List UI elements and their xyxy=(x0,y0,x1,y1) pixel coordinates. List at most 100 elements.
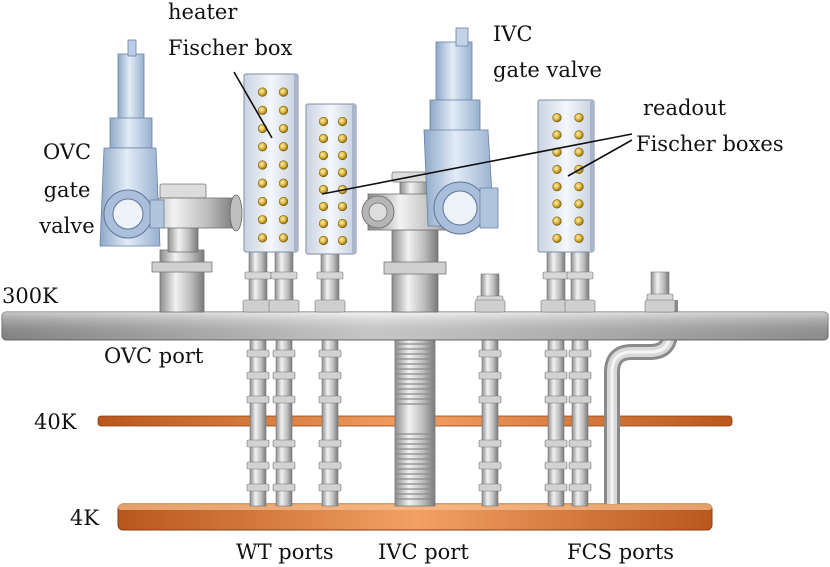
connector xyxy=(574,147,584,157)
lower-tube xyxy=(321,337,339,507)
tube-flange xyxy=(478,439,502,448)
connector xyxy=(552,164,562,174)
lower-tubes xyxy=(246,337,592,507)
lower-tube xyxy=(547,337,565,507)
stub-flange xyxy=(270,271,298,280)
ivc-cross xyxy=(361,171,461,313)
label-ovc-valve: valve xyxy=(39,214,95,238)
leader-readout-1 xyxy=(321,133,633,195)
stub-base xyxy=(644,299,676,313)
connector xyxy=(257,105,268,115)
tube-flange xyxy=(246,439,270,448)
tube-flange xyxy=(568,483,592,492)
box-edge xyxy=(590,100,594,252)
tube-flange xyxy=(544,349,568,358)
plate-4k xyxy=(117,503,713,531)
connector xyxy=(257,142,268,152)
connector xyxy=(318,116,329,127)
stub-base xyxy=(268,299,300,313)
plate-300k xyxy=(1,311,829,341)
connector xyxy=(278,123,289,134)
tube-flange xyxy=(318,483,342,492)
lower-tube xyxy=(571,337,589,507)
tube-flange xyxy=(318,349,342,358)
fischer-box xyxy=(537,99,595,253)
tube-flange xyxy=(246,483,270,492)
stub-flange xyxy=(316,271,344,280)
lower-tube xyxy=(481,337,499,507)
connector xyxy=(278,196,289,207)
tube-flange xyxy=(246,395,270,404)
connector xyxy=(574,113,584,123)
label-ivc-valve: gate valve xyxy=(493,58,602,82)
tube-flange xyxy=(568,395,592,404)
tube-flange xyxy=(246,371,270,380)
tube-flange xyxy=(318,439,342,448)
leader-readout-2 xyxy=(567,139,633,177)
ivc-port-bellows xyxy=(394,337,436,507)
tube-flange xyxy=(272,349,296,358)
connector xyxy=(278,178,289,188)
tube-flange xyxy=(544,371,568,380)
box-edge xyxy=(352,104,356,254)
connector xyxy=(337,235,348,246)
fischer-box xyxy=(305,103,357,255)
tube-flange xyxy=(318,371,342,380)
label-300k: 300K xyxy=(2,284,58,308)
connector xyxy=(552,216,562,226)
stub-base xyxy=(314,299,346,313)
connector xyxy=(574,199,584,209)
label-ovc: OVC xyxy=(42,140,92,164)
connector xyxy=(318,167,329,178)
connector xyxy=(574,216,584,226)
connector xyxy=(278,160,289,170)
tube-flange xyxy=(272,371,296,380)
connector xyxy=(337,116,348,127)
tube-flange xyxy=(544,483,568,492)
tube-flange xyxy=(272,439,296,448)
connector xyxy=(337,133,348,144)
connector xyxy=(337,150,348,161)
tube-flange xyxy=(544,439,568,448)
tube-flange xyxy=(478,371,502,380)
ovc-gate-valve xyxy=(99,39,165,247)
connector xyxy=(257,196,268,207)
connector xyxy=(552,182,562,192)
connector xyxy=(574,233,584,243)
upper-stubs xyxy=(242,249,676,313)
tube-flange xyxy=(246,461,270,470)
connector xyxy=(278,87,289,97)
connector xyxy=(552,233,562,243)
connector xyxy=(318,133,329,144)
connector xyxy=(552,199,562,209)
connector xyxy=(318,218,329,229)
label-ovc-gate: gate xyxy=(43,178,91,202)
tube-flange xyxy=(568,461,592,470)
label-readout: readout xyxy=(643,96,727,120)
connector xyxy=(574,130,584,140)
ovc-cross xyxy=(139,183,243,313)
connector xyxy=(257,87,268,97)
tube-flange xyxy=(246,349,270,358)
label-fcs-ports: FCS ports xyxy=(567,540,675,564)
stub-base xyxy=(474,299,506,313)
tube-flange xyxy=(568,371,592,380)
ivc-gate-valve xyxy=(423,27,499,235)
label-ivc: IVC xyxy=(493,22,533,46)
box-edge xyxy=(294,74,298,252)
lower-tube xyxy=(275,337,293,507)
tube-flange xyxy=(568,349,592,358)
label-readout-boxes: Fischer boxes xyxy=(636,132,784,156)
connector xyxy=(337,218,348,229)
stub-base xyxy=(242,299,274,313)
tube-flange xyxy=(272,483,296,492)
leader-lines xyxy=(233,71,633,195)
connector xyxy=(257,160,268,170)
label-heater: heater xyxy=(168,0,238,24)
connector xyxy=(278,142,289,152)
connector xyxy=(257,178,268,188)
connector xyxy=(552,130,562,140)
connector xyxy=(278,215,289,225)
connector xyxy=(318,201,329,212)
